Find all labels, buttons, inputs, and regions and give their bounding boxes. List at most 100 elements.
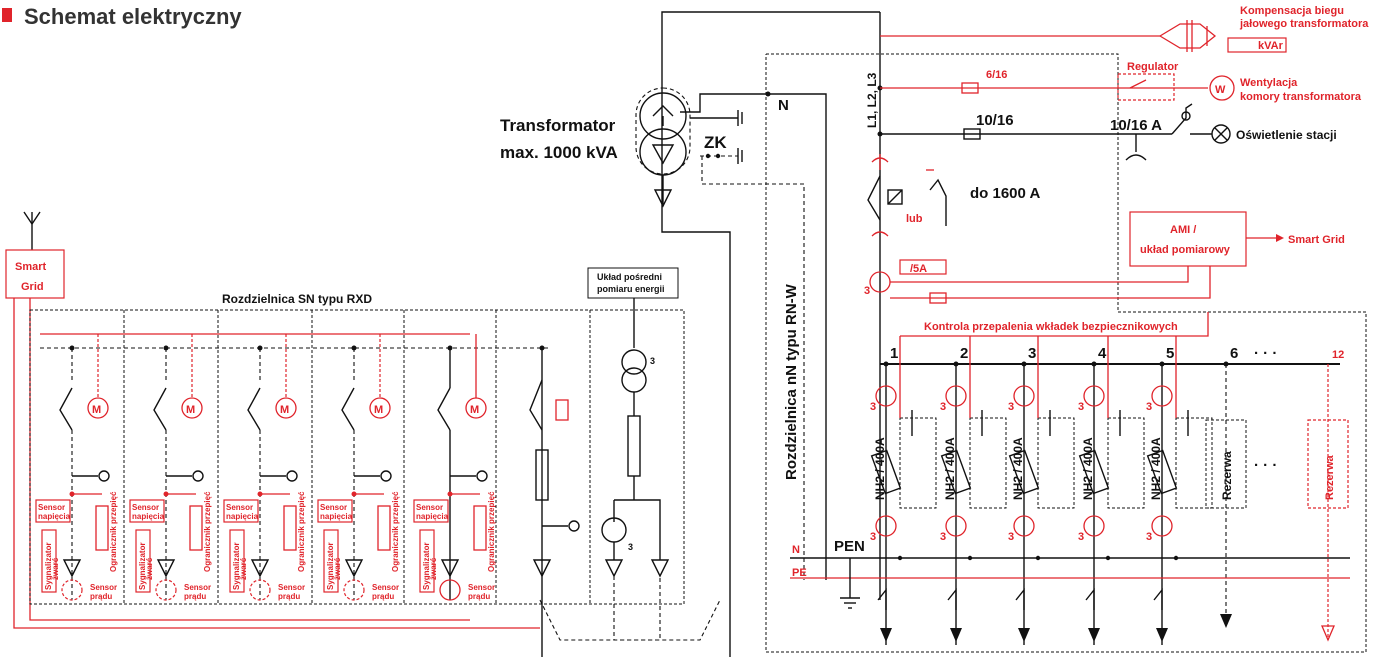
lub-label: lub xyxy=(906,213,923,225)
motor-label: M xyxy=(186,404,195,416)
feeder-ct-count: 3 xyxy=(1008,401,1014,413)
fuse-monitor-box xyxy=(969,417,1007,509)
fuse-label: NH2 / 400A xyxy=(873,437,887,500)
cable-terminal-icon xyxy=(440,559,460,578)
current-sensor-icon xyxy=(343,579,365,601)
fuse-label: NH2 / 400A xyxy=(1081,437,1095,500)
surge-limiter-label: Ogranicznik przepięć xyxy=(391,491,400,572)
pe-label: PE xyxy=(792,567,807,579)
feeder-ct-lower xyxy=(945,515,967,537)
breaker-rating: do 1600 A xyxy=(970,185,1040,202)
fuse-monitor-box xyxy=(899,417,937,509)
load-switch xyxy=(153,387,167,431)
indicator-lamp-icon xyxy=(380,470,392,482)
nn-feeders: Kontrola przepalenia wkładek bezpiecznik… xyxy=(790,312,1350,645)
feeder-node xyxy=(1091,361,1097,367)
current-sensor-label-2: prądu xyxy=(184,592,206,601)
feeder-output-arrow xyxy=(1156,628,1168,642)
nn-switchgear: Rozdzielnica nN typu RN-W xyxy=(765,53,1367,653)
load-switch xyxy=(341,387,355,431)
voltage-sensor-box xyxy=(223,499,259,523)
indicator-lamp-icon xyxy=(286,470,298,482)
voltage-sensor-box xyxy=(129,499,165,523)
feeder-output-arrow xyxy=(880,628,892,642)
current-sensor-label-1: Sensor xyxy=(372,583,399,592)
vt-count: 3 xyxy=(650,356,655,366)
reserve-output-arrow xyxy=(1321,625,1335,642)
transformer: Transformator max. 1000 kVA ZK N xyxy=(500,11,880,657)
transformer-rating: max. 1000 kVA xyxy=(500,143,618,162)
motor-icon xyxy=(181,397,203,419)
feeder-number: 6 xyxy=(1230,345,1238,362)
current-sensor-label-2: prądu xyxy=(372,592,394,601)
current-sensor-icon xyxy=(249,579,271,601)
feeder-ct-lower xyxy=(875,515,897,537)
feeder-ct-count: 3 xyxy=(940,401,946,413)
fuse-symbol xyxy=(1078,449,1110,495)
fuse-symbol xyxy=(1008,449,1040,495)
current-sensor-label-1: Sensor xyxy=(468,583,495,592)
feeder-ct-lower xyxy=(1151,515,1173,537)
current-sensor-icon xyxy=(61,579,83,601)
fuse-label: NH2 / 400A xyxy=(1011,437,1025,500)
reserve-label: Rezerwa xyxy=(1220,451,1234,500)
ventilation-label-2: komory transformatora xyxy=(1240,91,1362,103)
compensation-label-1: Kompensacja biegu xyxy=(1240,5,1344,17)
fault-indicator-label-1: Sygnalizator xyxy=(44,542,53,590)
voltage-sensor-label-1: Sensor xyxy=(320,503,347,512)
feeder-output-arrow xyxy=(1088,628,1100,642)
sn-smart-grid-box xyxy=(5,249,65,299)
fault-indicator-box xyxy=(323,529,339,593)
motor-label: M xyxy=(374,404,383,416)
surge-limiter-icon xyxy=(473,505,487,551)
voltage-sensor-box xyxy=(35,499,71,523)
ct-sn-count: 3 xyxy=(628,542,633,552)
feeder-ct xyxy=(1151,385,1173,407)
ct-count: 3 xyxy=(864,285,870,297)
feeder-node xyxy=(953,361,959,367)
surge-limiter-label: Ogranicznik przepięć xyxy=(297,491,306,572)
feeder-ct-lower-count: 3 xyxy=(1078,531,1084,543)
feeder-ct xyxy=(1083,385,1105,407)
motor-icon xyxy=(87,397,109,419)
fuse-10-16: 10/16 xyxy=(976,112,1014,129)
motor-label: M xyxy=(92,404,101,416)
voltage-sensor-label-1: Sensor xyxy=(416,503,443,512)
feeder-number: 1 xyxy=(890,345,898,362)
feeder-number: 4 xyxy=(1098,345,1107,362)
feeder-number: 2 xyxy=(960,345,968,362)
load-switch xyxy=(247,387,261,431)
auxiliary-circuits: L1, L2, L3 Kompensacja biegu jałowego tr… xyxy=(864,5,1369,600)
title-marker xyxy=(2,8,12,22)
cable-terminal-icon xyxy=(250,559,270,578)
pen-label: PEN xyxy=(834,538,865,555)
regulator-label: Regulator xyxy=(1127,61,1179,73)
fault-indicator-label-1: Sygnalizator xyxy=(326,542,335,590)
voltage-sensor-label-1: Sensor xyxy=(38,503,65,512)
fuse-label: NH2 / 400A xyxy=(1149,437,1163,500)
trip-coil-icon xyxy=(555,399,569,421)
surge-limiter-icon xyxy=(283,505,297,551)
feeder-switch xyxy=(1085,588,1095,610)
reserve-output-arrow xyxy=(1220,614,1232,628)
surge-limiter-label: Ogranicznik przepięć xyxy=(487,491,496,572)
current-sensor-icon xyxy=(439,579,461,601)
feeder-ct-count: 3 xyxy=(1146,401,1152,413)
indicator-lamp-icon xyxy=(192,470,204,482)
feeder-ct xyxy=(875,385,897,407)
surge-limiter-label: Ogranicznik przepięć xyxy=(203,491,212,572)
surge-limiter-icon xyxy=(189,505,203,551)
motor-icon xyxy=(275,397,297,419)
current-sensor-label-1: Sensor xyxy=(184,583,211,592)
current-sensor-label-2: prądu xyxy=(278,592,300,601)
surge-limiter-icon xyxy=(95,505,109,551)
transformer-label: Transformator xyxy=(500,116,616,135)
motor-label: M xyxy=(470,404,479,416)
feeder-ct-lower-count: 3 xyxy=(870,531,876,543)
lamp-icon xyxy=(1211,124,1231,144)
fuse-label: NH2 / 400A xyxy=(943,437,957,500)
feeder-ct-count: 3 xyxy=(1078,401,1084,413)
fault-indicator-label-1: Sygnalizator xyxy=(422,542,431,590)
surge-limiter-icon xyxy=(377,505,391,551)
feeder-switch xyxy=(1153,588,1163,610)
